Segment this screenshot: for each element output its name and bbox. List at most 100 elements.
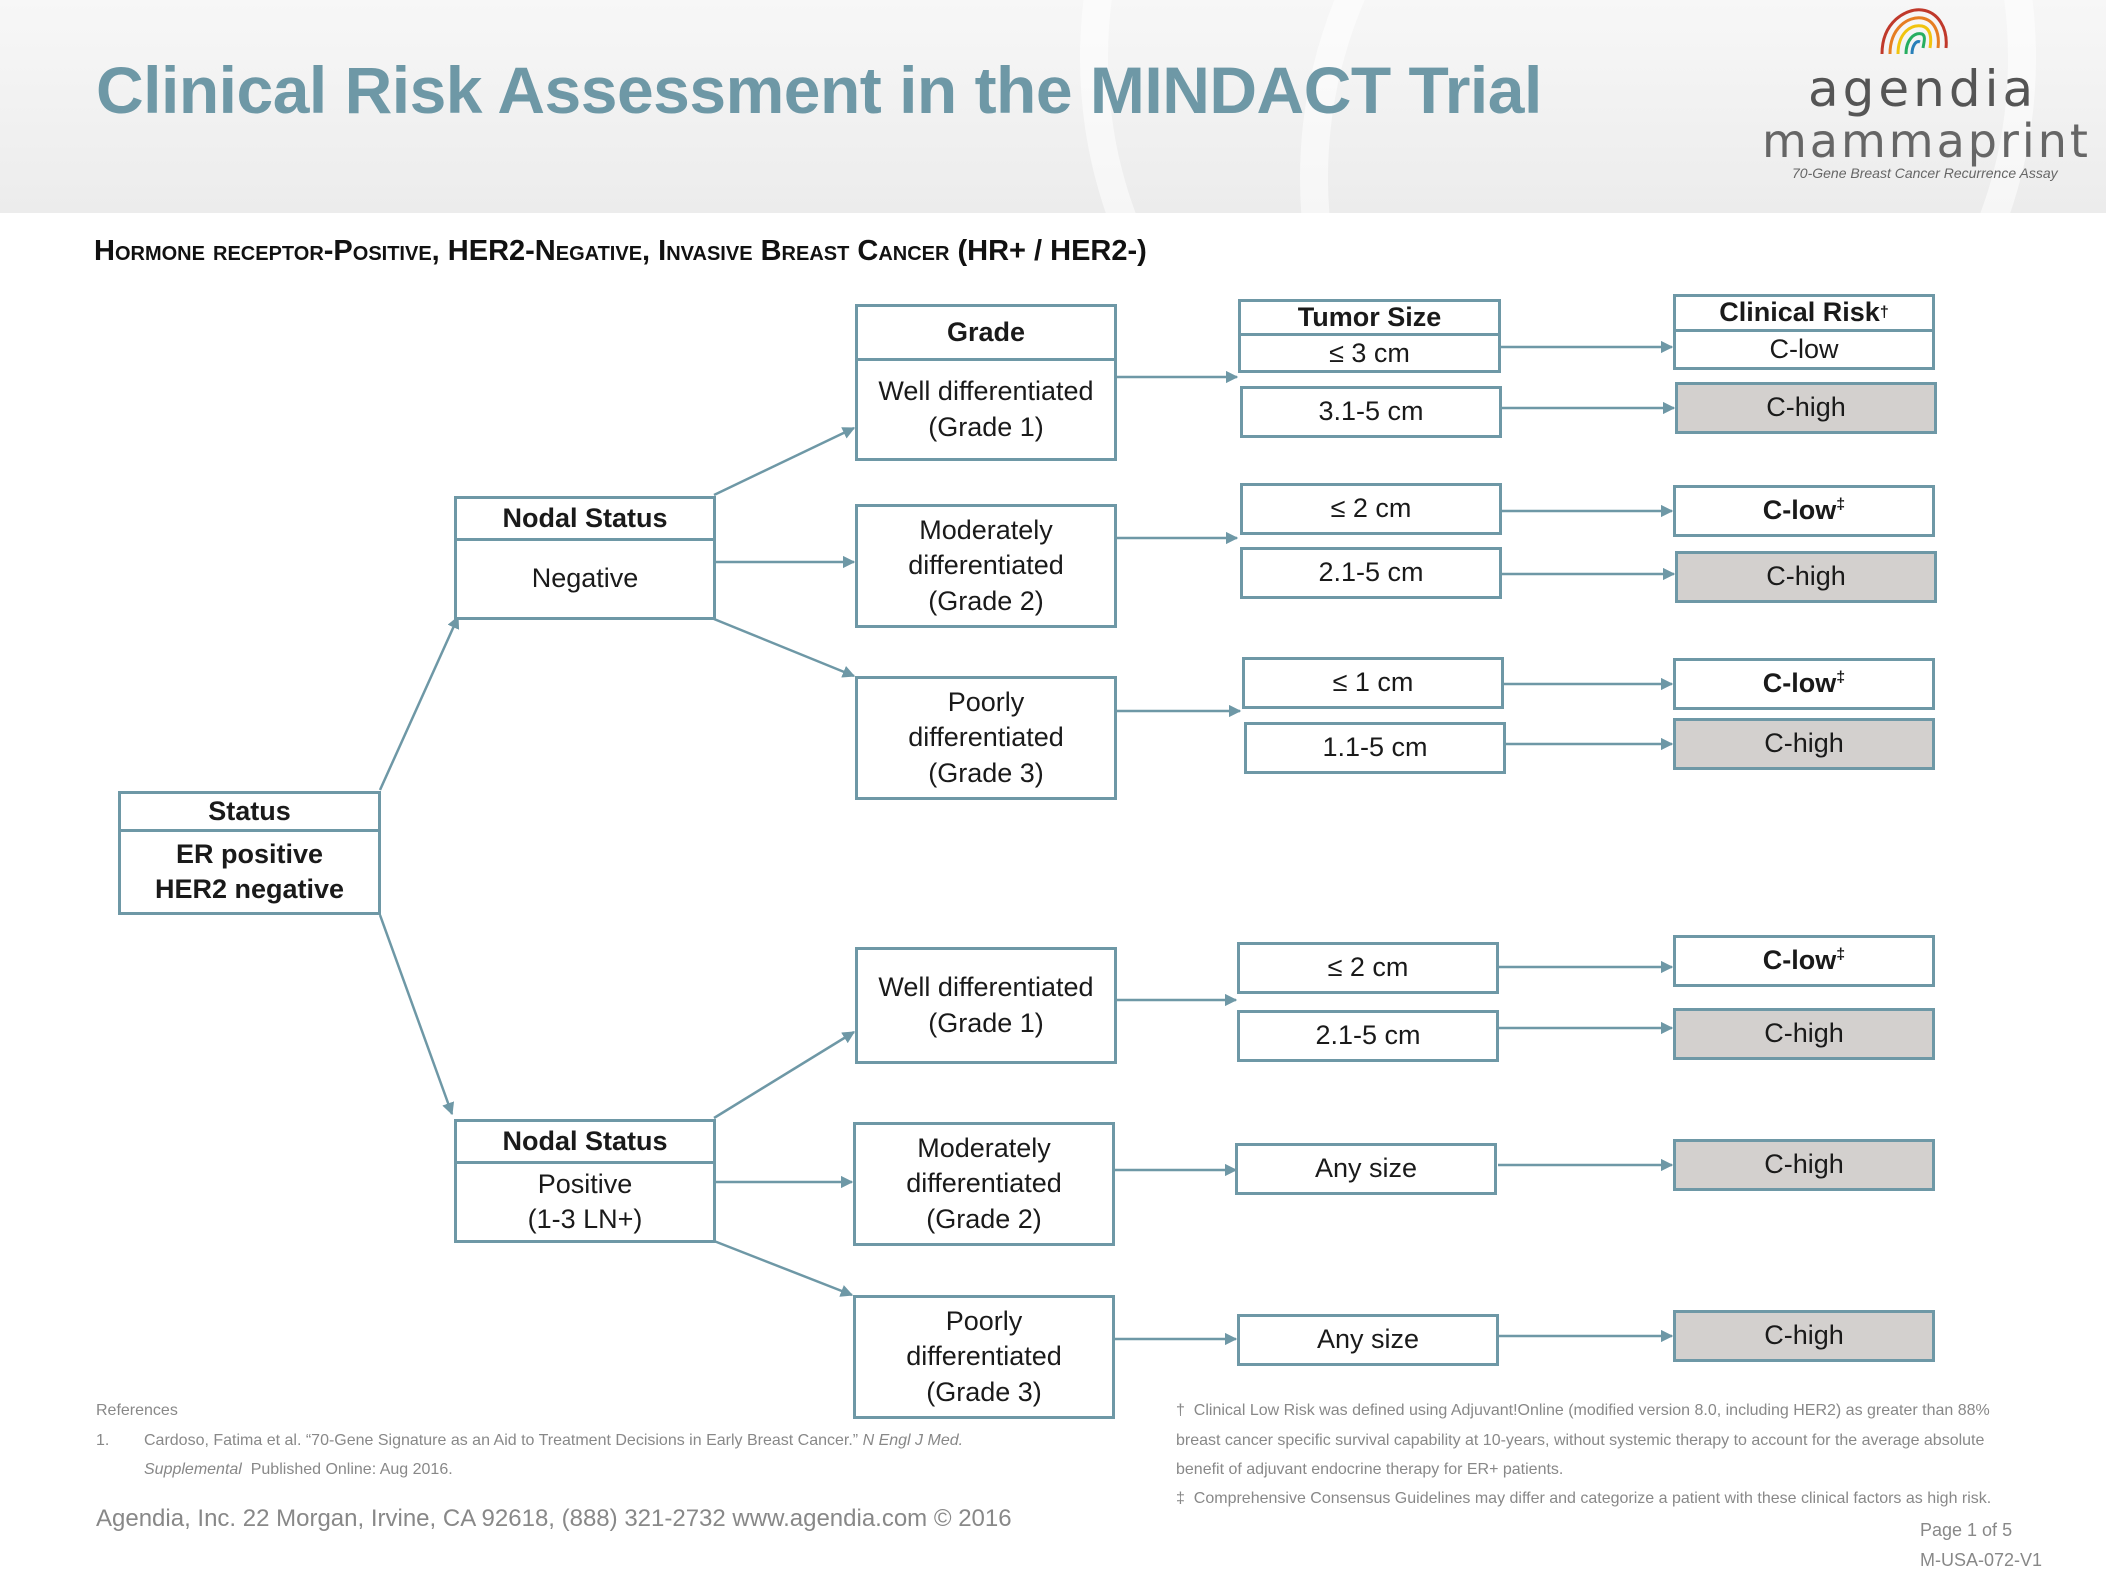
grade-text: (Grade 3): [926, 1376, 1042, 1407]
grade-text: (Grade 2): [928, 585, 1044, 616]
tumor-size-text: 3.1-5 cm: [1318, 396, 1424, 427]
reference-published: Published Online: Aug 2016.: [250, 1461, 453, 1478]
footnote-text: Comprehensive Consensus Guidelines may d…: [1193, 1490, 1992, 1507]
grade-text: (Grade 2): [926, 1203, 1042, 1234]
grade-box-positive-2: Moderately differentiated (Grade 2): [853, 1122, 1115, 1246]
grade-box-positive-1: Well differentiated (Grade 1): [855, 947, 1117, 1064]
reference-number: 1.: [96, 1432, 110, 1449]
dagger-mark: †: [1879, 303, 1889, 321]
risk-high-box: C-high: [1673, 718, 1935, 770]
header-band: [0, 0, 2106, 213]
page-title: Clinical Risk Assessment in the MINDACT …: [96, 53, 1542, 127]
fingerprint-logo-icon: [1880, 8, 1948, 55]
nodal-status-negative-box: Nodal Status Negative: [454, 496, 716, 620]
risk-low-box: C-low‡: [1673, 658, 1935, 710]
footnote-text: benefit of adjuvant endocrine therapy fo…: [1176, 1461, 1564, 1478]
footnote-dagger: † Clinical Low Risk was defined using Ad…: [1176, 1402, 1990, 1420]
tumor-size-text: ≤ 3 cm: [1329, 338, 1410, 368]
footnote-text: Clinical Low Risk was defined using Adju…: [1193, 1402, 1990, 1419]
risk-low-text: C-low: [1769, 333, 1839, 364]
tumor-size-text: 1.1-5 cm: [1322, 732, 1428, 763]
tumor-size-box: ≤ 2 cm: [1237, 942, 1499, 994]
risk-high-text: C-high: [1766, 561, 1846, 592]
tumor-size-box: 2.1-5 cm: [1240, 547, 1502, 599]
reference-supplemental: Supplemental: [144, 1461, 242, 1478]
risk-low-box: C-low‡: [1673, 485, 1935, 537]
tumor-size-text: Any size: [1316, 1324, 1420, 1355]
reference-text: Cardoso, Fatima et al. “70-Gene Signatur…: [144, 1432, 963, 1450]
footnote-double-dagger: ‡ Comprehensive Consensus Guidelines may…: [1176, 1490, 1991, 1508]
tumor-size-box: Any size: [1237, 1314, 1499, 1366]
grade-text: differentiated: [908, 722, 1064, 753]
tumor-size-box: 2.1-5 cm: [1237, 1010, 1499, 1062]
nodal-status-value: Positive: [537, 1168, 633, 1199]
nodal-status-header: Nodal Status: [457, 499, 713, 541]
status-her2-text: HER2 negative: [154, 874, 345, 904]
tumor-size-text: ≤ 1 cm: [1332, 667, 1414, 698]
footer-address: Agendia, Inc. 22 Morgan, Irvine, CA 9261…: [96, 1505, 1012, 1532]
grade-column-header: Grade: [858, 307, 1114, 361]
double-dagger-mark: ‡: [1176, 1490, 1185, 1507]
status-header: Status: [121, 794, 378, 832]
grade-box-positive-3: Poorly differentiated (Grade 3): [853, 1295, 1115, 1419]
grade-box-negative-2: Moderately differentiated (Grade 2): [855, 504, 1117, 628]
tumor-size-box: Any size: [1235, 1143, 1497, 1195]
double-dagger-mark: ‡: [1836, 496, 1846, 514]
tumor-size-box: 3.1-5 cm: [1240, 386, 1502, 438]
tumor-size-box: ≤ 2 cm: [1240, 483, 1502, 535]
risk-high-box: C-high: [1675, 551, 1937, 603]
brand-logo-text: agendia: [1808, 60, 2038, 118]
risk-high-text: C-high: [1766, 392, 1846, 423]
grade-box-negative-1: Grade Well differentiated (Grade 1): [855, 304, 1117, 461]
risk-low-text: C-low‡: [1762, 495, 1846, 526]
risk-low-text: C-low‡: [1762, 668, 1846, 699]
grade-text: (Grade 1): [928, 1007, 1044, 1038]
reference-text: Supplemental Published Online: Aug 2016.: [144, 1461, 453, 1479]
tumor-size-box-header: Tumor Size ≤ 3 cm: [1238, 299, 1501, 373]
grade-box-negative-3: Poorly differentiated (Grade 3): [855, 676, 1117, 800]
status-er-text: ER positive: [175, 838, 324, 869]
tumor-size-box: 1.1-5 cm: [1244, 722, 1506, 774]
reference-citation: Cardoso, Fatima et al. “70-Gene Signatur…: [144, 1432, 859, 1449]
clinical-risk-column-header: Clinical Risk†: [1676, 297, 1932, 332]
risk-low-box: C-low‡: [1673, 935, 1935, 987]
nodal-status-value: (1-3 LN+): [527, 1204, 643, 1234]
tumor-size-box: ≤ 1 cm: [1242, 657, 1504, 709]
grade-text: Poorly: [947, 687, 1025, 718]
grade-text: Moderately: [917, 1133, 1051, 1164]
references-heading: References: [96, 1402, 178, 1419]
double-dagger-mark: ‡: [1836, 946, 1846, 964]
clinical-risk-box-header: Clinical Risk† C-low: [1673, 294, 1935, 370]
section-subtitle: Hormone receptor-Positive, HER2-Negative…: [94, 235, 1147, 267]
risk-high-box: C-high: [1673, 1008, 1935, 1060]
grade-text: differentiated: [906, 1341, 1062, 1372]
clinical-risk-title: Clinical Risk: [1719, 297, 1880, 328]
grade-text: (Grade 3): [928, 757, 1044, 788]
status-box: Status ER positive HER2 negative: [118, 791, 381, 915]
product-tagline: 70-Gene Breast Cancer Recurrence Assay: [1792, 165, 2058, 181]
tumor-size-text: 2.1-5 cm: [1315, 1020, 1421, 1051]
grade-text: Well differentiated: [878, 376, 1094, 407]
risk-high-text: C-high: [1764, 728, 1844, 759]
risk-high-text: C-high: [1764, 1149, 1844, 1180]
nodal-status-header: Nodal Status: [457, 1122, 713, 1164]
grade-text: Poorly: [945, 1306, 1023, 1337]
risk-high-box: C-high: [1675, 382, 1937, 434]
tumor-size-text: ≤ 2 cm: [1327, 952, 1409, 983]
risk-high-text: C-high: [1764, 1320, 1844, 1351]
grade-text: differentiated: [908, 550, 1064, 581]
grade-text: Well differentiated: [878, 972, 1094, 1003]
footnote-text: breast cancer specific survival capabili…: [1176, 1432, 1985, 1449]
tumor-size-text: ≤ 2 cm: [1330, 493, 1412, 524]
risk-high-text: C-high: [1764, 1018, 1844, 1049]
double-dagger-mark: ‡: [1836, 669, 1846, 687]
tumor-size-text: Any size: [1314, 1153, 1418, 1184]
tumor-size-text: 2.1-5 cm: [1318, 557, 1424, 588]
nodal-status-positive-box: Nodal Status Positive (1-3 LN+): [454, 1119, 716, 1243]
grade-text: Moderately: [919, 515, 1053, 546]
tumor-size-column-header: Tumor Size: [1241, 302, 1498, 336]
nodal-status-value: Negative: [531, 563, 639, 594]
product-logo-text: mammaprint: [1762, 114, 2091, 168]
risk-low-text: C-low‡: [1762, 945, 1846, 976]
document-code: M-USA-072-V1: [1920, 1550, 2043, 1570]
